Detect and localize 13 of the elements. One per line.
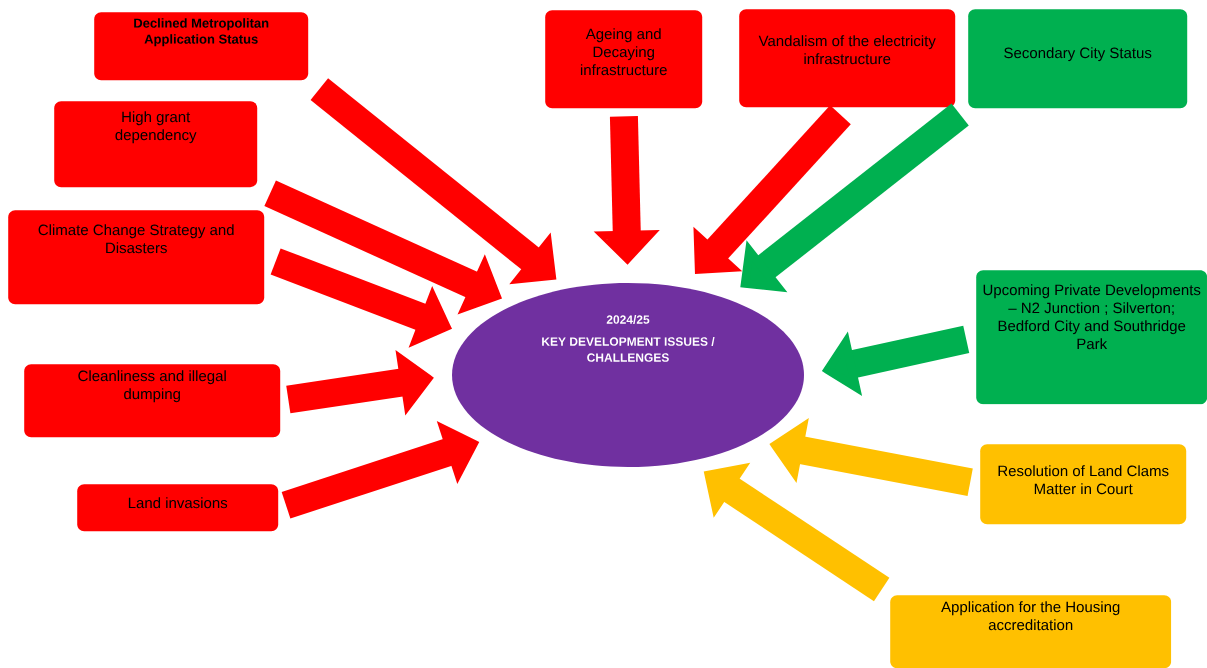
issue-box: Vandalism of the electricity infrastructure — [739, 9, 956, 108]
issue-box: High grant dependency — [54, 101, 258, 188]
issue-box: Climate Change Strategy and Disasters — [8, 210, 265, 305]
issue-box: Upcoming Private Developments – N2 Junction ; Silverton; Bedford City and Southridge Park — [976, 270, 1207, 405]
issue-box: Application for the Housing accreditation — [890, 595, 1172, 668]
issue-box: Land invasions — [77, 484, 279, 532]
issue-box: Secondary City Status — [968, 9, 1188, 109]
issue-box: Declined Metropolitan Application Status — [94, 12, 309, 81]
issue-box: Cleanliness and illegal dumping — [24, 364, 281, 438]
block-arrow — [693, 105, 851, 274]
issue-box: Resolution of Land Clams Matter in Court — [980, 444, 1187, 525]
issue-box: Ageing and Decaying infrastructure — [545, 10, 703, 109]
block-arrow — [740, 103, 969, 293]
